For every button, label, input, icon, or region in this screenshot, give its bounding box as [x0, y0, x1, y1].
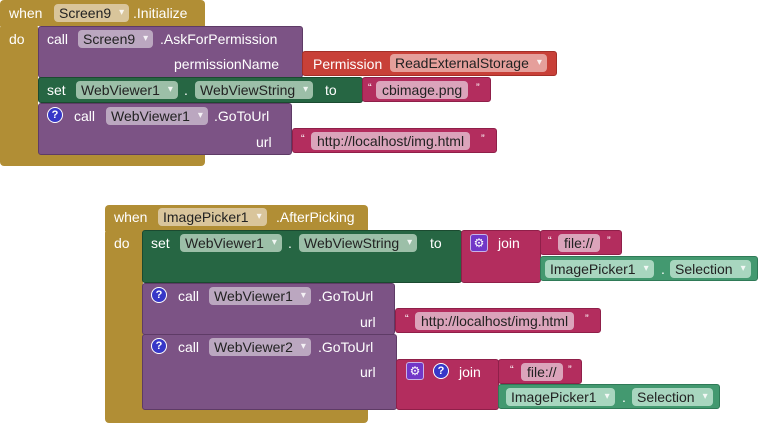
help-icon[interactable]: ? — [151, 287, 167, 303]
event-do-arm — [0, 24, 38, 156]
call-label: call — [74, 108, 96, 124]
quote-close-icon: ” — [607, 235, 611, 247]
permission-dropdown[interactable]: ReadExternalStorage — [390, 54, 547, 72]
to-label: to — [430, 235, 442, 251]
do-label: do — [9, 31, 25, 47]
param-label: url — [360, 364, 376, 380]
param-label: url — [360, 314, 376, 330]
property-dropdown[interactable]: Selection — [670, 260, 751, 278]
component-dropdown[interactable]: ImagePicker1 — [506, 388, 615, 406]
component-dropdown[interactable]: WebViewer1 — [76, 81, 178, 99]
do-label: do — [114, 235, 130, 251]
quote-open-icon: “ — [405, 313, 409, 325]
text-value[interactable]: http://localhost/img.html — [311, 132, 471, 150]
gear-icon[interactable]: ⚙ — [406, 362, 424, 380]
quote-open-icon: “ — [510, 364, 514, 376]
quote-close-icon: ” — [585, 313, 589, 325]
quote-open-icon: “ — [301, 133, 305, 145]
dot-label: . — [288, 235, 292, 251]
text-value[interactable]: file:// — [521, 363, 563, 381]
text-value[interactable]: file:// — [558, 234, 600, 252]
method-name: .GoToUrl — [214, 108, 270, 124]
component-dropdown[interactable]: ImagePicker1 — [545, 260, 654, 278]
method-name: .AskForPermission — [160, 31, 278, 47]
param-label: url — [256, 134, 272, 150]
call-label: call — [47, 31, 69, 47]
component-dropdown[interactable]: WebViewer1 — [180, 234, 282, 252]
text-value[interactable]: cbimage.png — [376, 81, 469, 99]
quote-open-icon: “ — [548, 235, 552, 247]
join-label: join — [498, 235, 520, 251]
to-label: to — [325, 82, 337, 98]
dot-label: . — [622, 389, 626, 405]
call-label: call — [178, 339, 200, 355]
event-do-arm — [105, 229, 143, 415]
when-label: when — [9, 5, 43, 21]
component-dropdown[interactable]: ImagePicker1 — [158, 208, 267, 226]
help-icon[interactable]: ? — [151, 338, 167, 354]
method-name: .GoToUrl — [318, 339, 374, 355]
set-label: set — [47, 82, 66, 98]
event-footer — [105, 409, 368, 423]
help-icon[interactable]: ? — [433, 363, 449, 379]
param-label: permissionName — [174, 56, 280, 72]
event-name: .Initialize — [133, 5, 188, 21]
property-dropdown[interactable]: WebViewString — [299, 234, 418, 252]
component-dropdown[interactable]: WebViewer1 — [106, 107, 208, 125]
component-dropdown[interactable]: Screen9 — [54, 4, 130, 22]
when-label: when — [114, 209, 148, 225]
join-label: join — [459, 364, 481, 380]
quote-close-icon: ” — [568, 364, 572, 376]
text-value[interactable]: http://localhost/img.html — [415, 312, 575, 330]
quote-close-icon: ” — [481, 133, 485, 145]
component-dropdown[interactable]: Screen9 — [78, 30, 154, 48]
dot-label: . — [184, 82, 188, 98]
set-label: set — [151, 235, 170, 251]
method-name: .GoToUrl — [318, 288, 374, 304]
event-name: .AfterPicking — [276, 209, 355, 225]
property-dropdown[interactable]: WebViewString — [195, 81, 314, 99]
component-dropdown[interactable]: WebViewer2 — [209, 338, 311, 356]
property-dropdown[interactable]: Selection — [632, 388, 713, 406]
gear-icon[interactable]: ⚙ — [470, 234, 488, 252]
permission-label: Permission — [313, 56, 383, 72]
quote-close-icon: ” — [476, 82, 480, 94]
help-icon[interactable]: ? — [47, 107, 63, 123]
dot-label: . — [661, 261, 665, 277]
quote-open-icon: “ — [368, 82, 372, 94]
component-dropdown[interactable]: WebViewer1 — [209, 287, 311, 305]
call-label: call — [178, 288, 200, 304]
